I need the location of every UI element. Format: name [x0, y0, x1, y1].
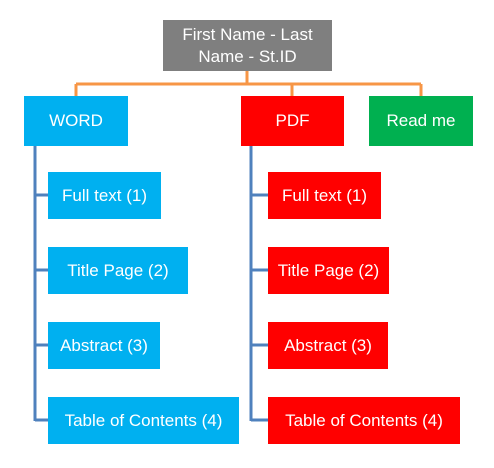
readme-node: Read me [369, 96, 473, 146]
readme-node-label: Read me [386, 111, 456, 130]
word-node-label: WORD [49, 111, 103, 130]
word-item-abstract: Abstract (3) [48, 322, 160, 369]
word-item-label: Full text (1) [61, 185, 148, 205]
word-item-table-of-contents: Table of Contents (4) [48, 397, 239, 444]
root-node: First Name - Last Name - St.ID [163, 20, 332, 71]
word-item-label: Table of Contents (4) [64, 410, 223, 430]
word-item-label: Title Page (2) [67, 260, 169, 280]
pdf-item-abstract: Abstract (3) [268, 322, 388, 369]
pdf-item-label: Title Page (2) [277, 260, 380, 280]
word-item-full-text: Full text (1) [48, 172, 161, 219]
pdf-node: PDF [241, 96, 344, 146]
word-item-label: Abstract (3) [60, 335, 148, 355]
pdf-item-title-page: Title Page (2) [268, 247, 389, 294]
word-node: WORD [24, 96, 128, 146]
pdf-item-label: Full text (1) [281, 185, 368, 205]
root-node-label: First Name - Last Name - St.ID [182, 24, 313, 66]
word-item-title-page: Title Page (2) [48, 247, 188, 294]
pdf-item-table-of-contents: Table of Contents (4) [268, 397, 460, 444]
pdf-item-label: Abstract (3) [284, 335, 372, 355]
pdf-item-label: Table of Contents (4) [285, 410, 443, 430]
pdf-node-label: PDF [275, 111, 310, 130]
pdf-item-full-text: Full text (1) [268, 172, 381, 219]
